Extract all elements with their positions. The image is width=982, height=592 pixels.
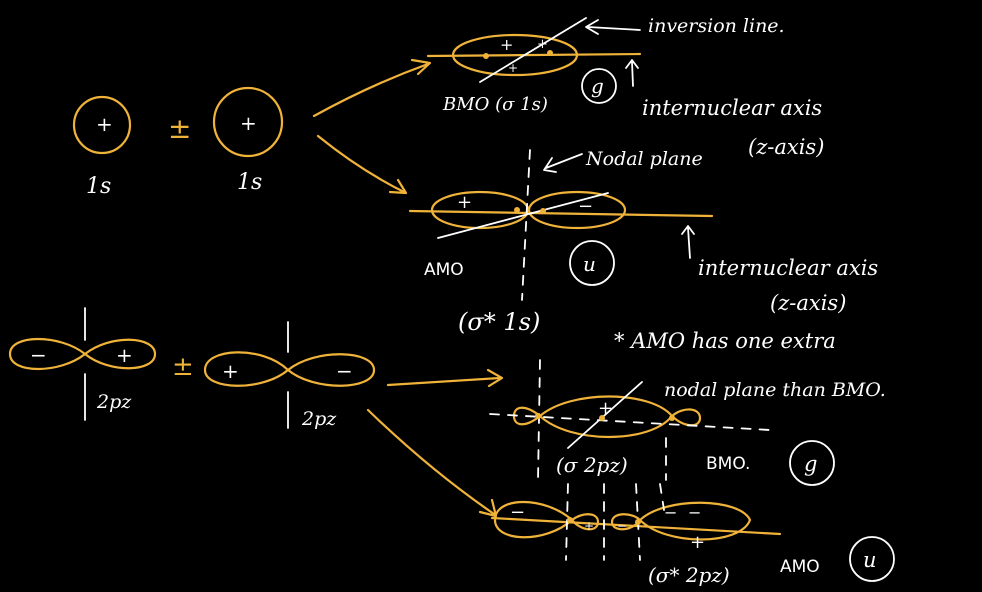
internuclear-axis-annotation-2: internuclear axis (z-axis) xyxy=(681,225,878,315)
svg-text:+: + xyxy=(508,61,518,75)
ungerade-badge-1: u xyxy=(569,240,615,286)
label-1s-left: 1s xyxy=(86,174,111,199)
bmo-sigma-1s-orbital: + + + xyxy=(426,17,642,83)
arrow-to-amo-2pz xyxy=(366,408,498,518)
svg-text:+: + xyxy=(584,519,594,533)
internuclear-axis-annotation-1: internuclear axis (z-axis) xyxy=(625,59,824,159)
inversion-line-annotation: inversion line. xyxy=(585,15,785,37)
amo-sigma-star-2pz-label: (σ* 2pz) xyxy=(648,563,730,587)
svg-text:+: + xyxy=(457,192,472,213)
svg-text:−: − xyxy=(688,503,701,522)
arrow-to-amo-1s xyxy=(316,134,408,195)
orbital-2pz-right: + − 2pz xyxy=(203,321,376,430)
gerade-badge-2: g xyxy=(789,440,835,486)
svg-text:+: + xyxy=(500,35,513,54)
svg-text:inversion line.: inversion line. xyxy=(648,15,785,37)
amo-label-2pz: AMO xyxy=(780,557,820,577)
svg-text:Nodal plane: Nodal plane xyxy=(585,148,703,170)
svg-text:−: − xyxy=(617,519,627,533)
label-1s-right: 1s xyxy=(237,170,262,195)
orbital-2pz-left: − + 2pz xyxy=(8,307,157,421)
svg-text:+: + xyxy=(690,532,705,553)
amo-sigma-star-1s-label: (σ* 1s) xyxy=(458,308,540,336)
bmo-label-2pz: BMO. xyxy=(706,454,750,474)
arrow-to-bmo-2pz xyxy=(386,368,504,388)
svg-text:g: g xyxy=(591,74,604,98)
svg-text:−: − xyxy=(30,343,47,367)
ungerade-badge-2: u xyxy=(849,536,895,582)
svg-text:internuclear axis: internuclear axis xyxy=(642,96,822,120)
svg-text:+: + xyxy=(116,343,133,367)
svg-text:u: u xyxy=(583,252,596,276)
arrow-to-bmo-1s xyxy=(312,58,432,118)
svg-text:−: − xyxy=(664,503,677,522)
bmo-sigma-2pz-orbital: + xyxy=(489,359,771,481)
amo-note-line2: nodal plane than BMO. xyxy=(664,379,886,401)
svg-text:(z-axis): (z-axis) xyxy=(748,135,824,159)
svg-text:−: − xyxy=(336,359,353,383)
svg-text:g: g xyxy=(804,452,817,476)
nodal-plane-annotation: Nodal plane xyxy=(543,148,703,173)
orbital-1s-right: + 1s xyxy=(212,86,284,195)
svg-text:+: + xyxy=(222,359,239,383)
label-2pz-right: 2pz xyxy=(301,408,337,430)
amo-sigma-star-1s-orbital: + − xyxy=(408,149,714,301)
plus-minus-sign: ± xyxy=(168,112,191,145)
svg-text:internuclear axis: internuclear axis xyxy=(698,256,878,280)
plus-minus-sign-2: ± xyxy=(172,352,194,382)
svg-text:+: + xyxy=(240,111,257,135)
amo-sigma-star-2pz-orbital: − + − − − + xyxy=(490,483,782,561)
amo-note-line1: * AMO has one extra xyxy=(614,329,836,353)
amo-label-1: AMO xyxy=(424,260,464,280)
bmo-sigma-1s-label: BMO (σ 1s) xyxy=(442,94,548,115)
orbital-1s-left: + 1s xyxy=(72,95,132,199)
gerade-badge-1: g xyxy=(581,68,617,104)
bmo-sigma-2pz-label: (σ 2pz) xyxy=(556,453,628,477)
svg-text:u: u xyxy=(863,548,877,572)
svg-text:+: + xyxy=(598,398,613,419)
svg-text:(z-axis): (z-axis) xyxy=(770,291,846,315)
svg-text:−: − xyxy=(578,196,593,217)
label-2pz-left: 2pz xyxy=(96,391,132,413)
svg-text:−: − xyxy=(510,502,525,523)
svg-text:+: + xyxy=(537,37,548,52)
svg-text:+: + xyxy=(96,112,113,136)
